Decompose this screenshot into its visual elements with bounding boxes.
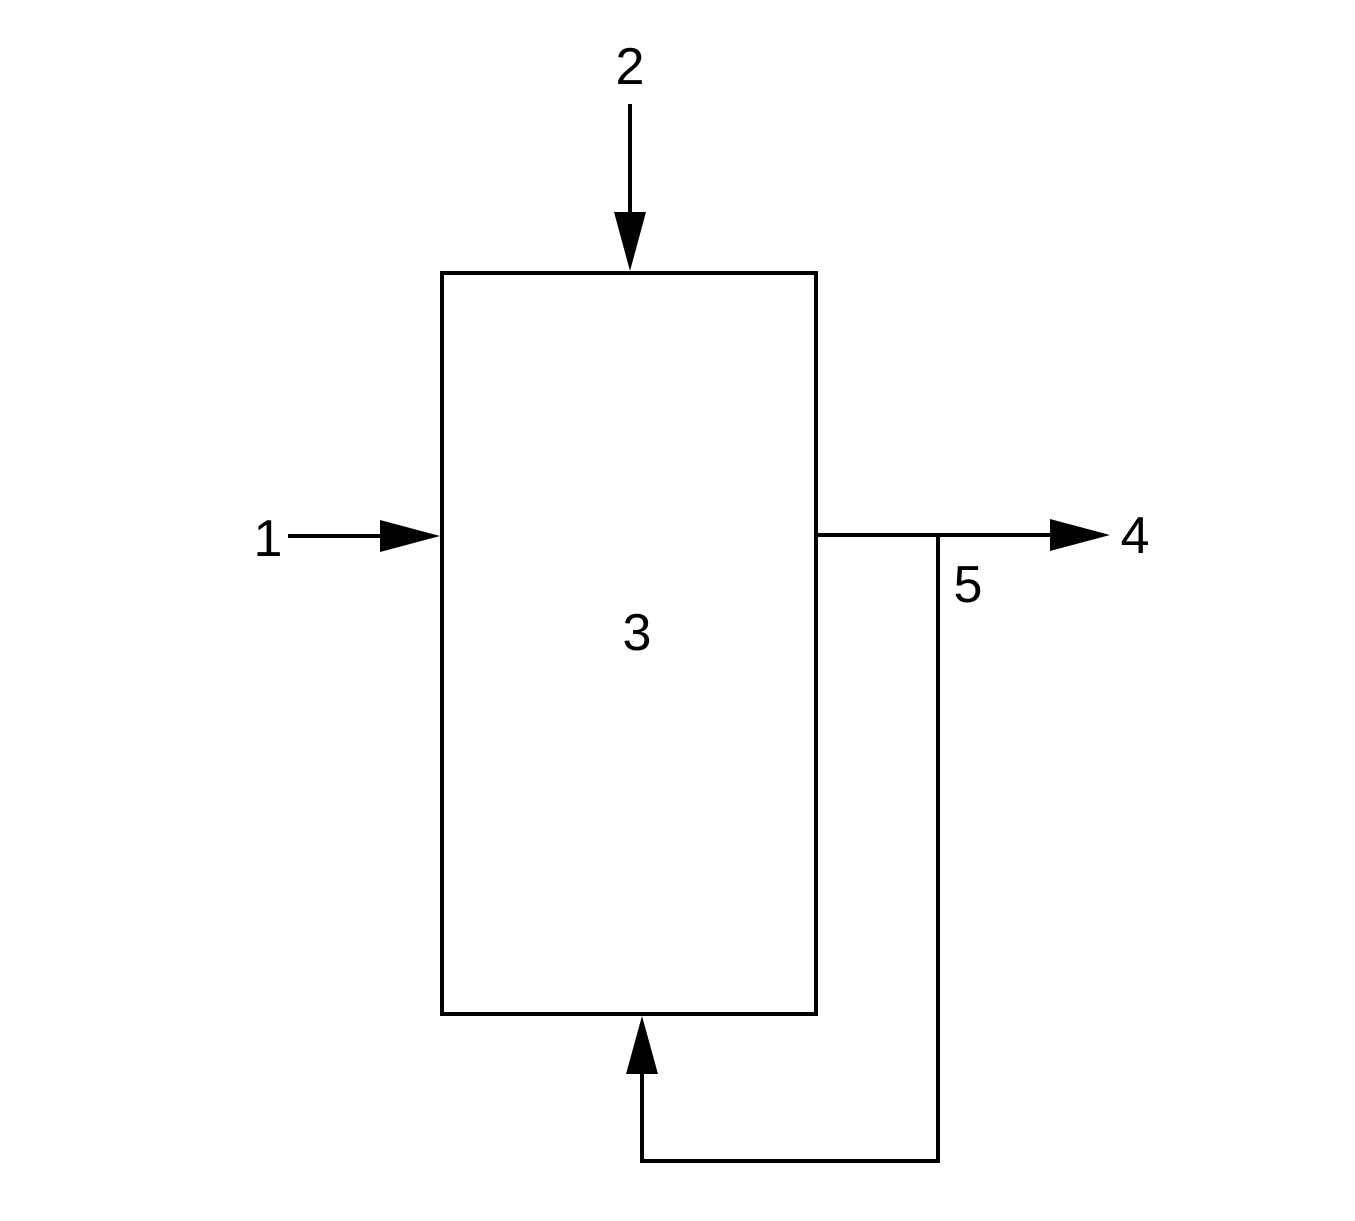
label-inlet-side: 1 xyxy=(254,510,283,568)
label-inlet-top: 2 xyxy=(616,38,645,96)
recycle-line xyxy=(640,535,940,1163)
side-inlet-arrowhead xyxy=(380,520,440,552)
recycle-arrowhead xyxy=(626,1016,658,1074)
label-outlet: 4 xyxy=(1121,507,1150,565)
label-recycle: 5 xyxy=(954,556,983,614)
outlet-arrowhead xyxy=(1050,519,1110,551)
label-vessel: 3 xyxy=(623,604,652,662)
top-inlet-arrowhead xyxy=(614,212,646,271)
vessel-box xyxy=(440,271,818,1016)
